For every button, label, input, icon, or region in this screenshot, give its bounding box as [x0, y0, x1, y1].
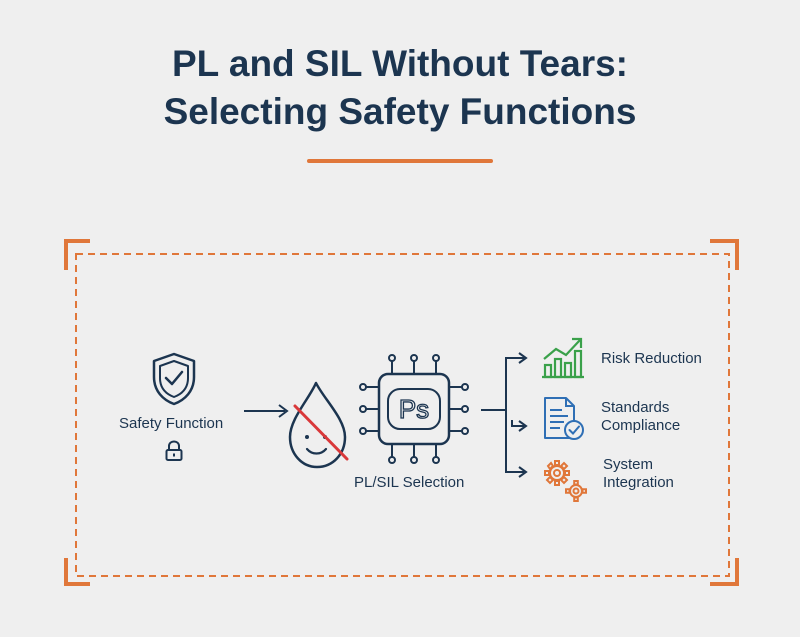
- strike-line: [293, 404, 349, 461]
- corner-bracket-top-right: [710, 239, 739, 270]
- output-3-line-1: System: [603, 456, 654, 473]
- corner-bracket-bottom-right: [710, 558, 739, 586]
- lock-icon: [165, 440, 183, 461]
- output-label-system-integration: System Integration: [603, 456, 674, 492]
- dashed-border: [75, 253, 730, 577]
- title-underline: [307, 159, 493, 163]
- drop-tear-icon: [288, 381, 349, 469]
- corner-bracket-bottom-left: [64, 558, 90, 586]
- rising-chart-icon: [542, 337, 584, 379]
- output-label-risk-reduction: Risk Reduction: [601, 350, 702, 368]
- chip-icon: Ps: [359, 354, 469, 464]
- chip-text: Ps: [399, 394, 429, 424]
- title-line-1: PL and SIL Without Tears:: [171, 43, 629, 84]
- pl-sil-selection-label: PL/SIL Selection: [354, 474, 465, 491]
- output-1-line-1: Risk Reduction: [601, 350, 702, 367]
- branch-arrows: [481, 352, 528, 478]
- safety-function-label: Safety Function: [119, 415, 224, 432]
- title-line-2: Selecting Safety Functions: [163, 91, 637, 132]
- arrow-to-drop: [244, 404, 289, 418]
- output-2-line-2: Compliance: [601, 417, 681, 434]
- output-label-standards-compliance: Standards Compliance: [601, 399, 680, 435]
- page-title: PL and SIL Without Tears: Selecting Safe…: [0, 40, 800, 136]
- corner-bracket-top-left: [64, 239, 90, 270]
- shield-check-icon: [152, 352, 196, 406]
- gears-icon: [544, 460, 587, 502]
- output-3-line-2: Integration: [603, 474, 674, 491]
- output-2-line-1: Standards: [601, 399, 670, 416]
- document-check-icon: [544, 397, 584, 440]
